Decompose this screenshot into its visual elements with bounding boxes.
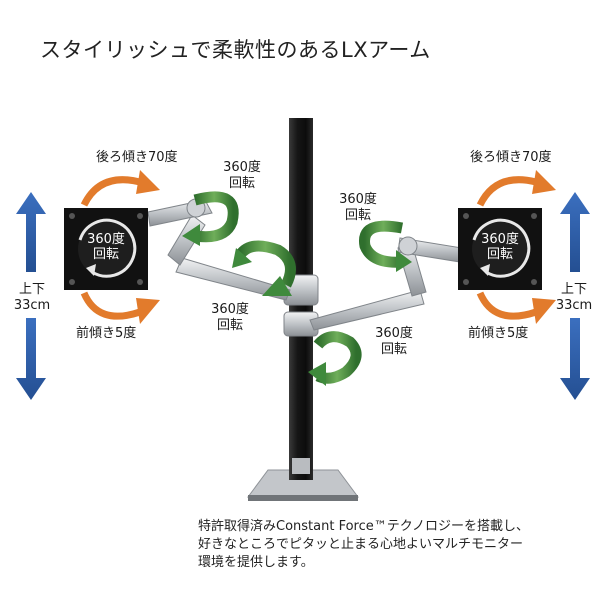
- left-arm: [147, 198, 291, 301]
- rotation-arrow-icon: [182, 191, 412, 386]
- upper-right-rotation-label: 360度 回転: [339, 192, 377, 223]
- upper-left-rotation-label: 360度 回転: [223, 160, 261, 191]
- left-screen-rotation-label: 360度 回転: [87, 232, 125, 262]
- right-height-label: 上下 33cm: [555, 282, 593, 313]
- desk-base: [247, 469, 359, 501]
- feature-caption: 特許取得済みConstant Force™テクノロジーを搭載し、 好きなところで…: [198, 519, 529, 570]
- right-tilt-back-label: 後ろ傾き70度: [470, 150, 552, 165]
- mid-right-rotation-label: 360度 回転: [375, 326, 413, 357]
- right-vesa-mount-plate-icon: [458, 208, 542, 290]
- mid-left-rotation-label: 360度 回転: [211, 302, 249, 333]
- left-height-label: 上下 33cm: [13, 282, 51, 313]
- left-tilt-forward-label: 前傾き5度: [76, 326, 137, 341]
- left-tilt-back-label: 後ろ傾き70度: [96, 150, 178, 165]
- right-up-down-arrow-icon: [560, 192, 590, 400]
- left-tilt-arc-arrow-icon: [80, 176, 142, 320]
- left-up-down-arrow-icon: [16, 192, 46, 400]
- right-tilt-forward-label: 前傾き5度: [468, 326, 529, 341]
- right-arm: [309, 236, 463, 331]
- right-screen-rotation-label: 360度 回転: [481, 232, 519, 262]
- right-tilt-arc-arrow-icon: [476, 176, 538, 320]
- page-title: スタイリッシュで柔軟性のあるLXアーム: [40, 38, 431, 62]
- left-vesa-mount-plate-icon: [64, 208, 148, 290]
